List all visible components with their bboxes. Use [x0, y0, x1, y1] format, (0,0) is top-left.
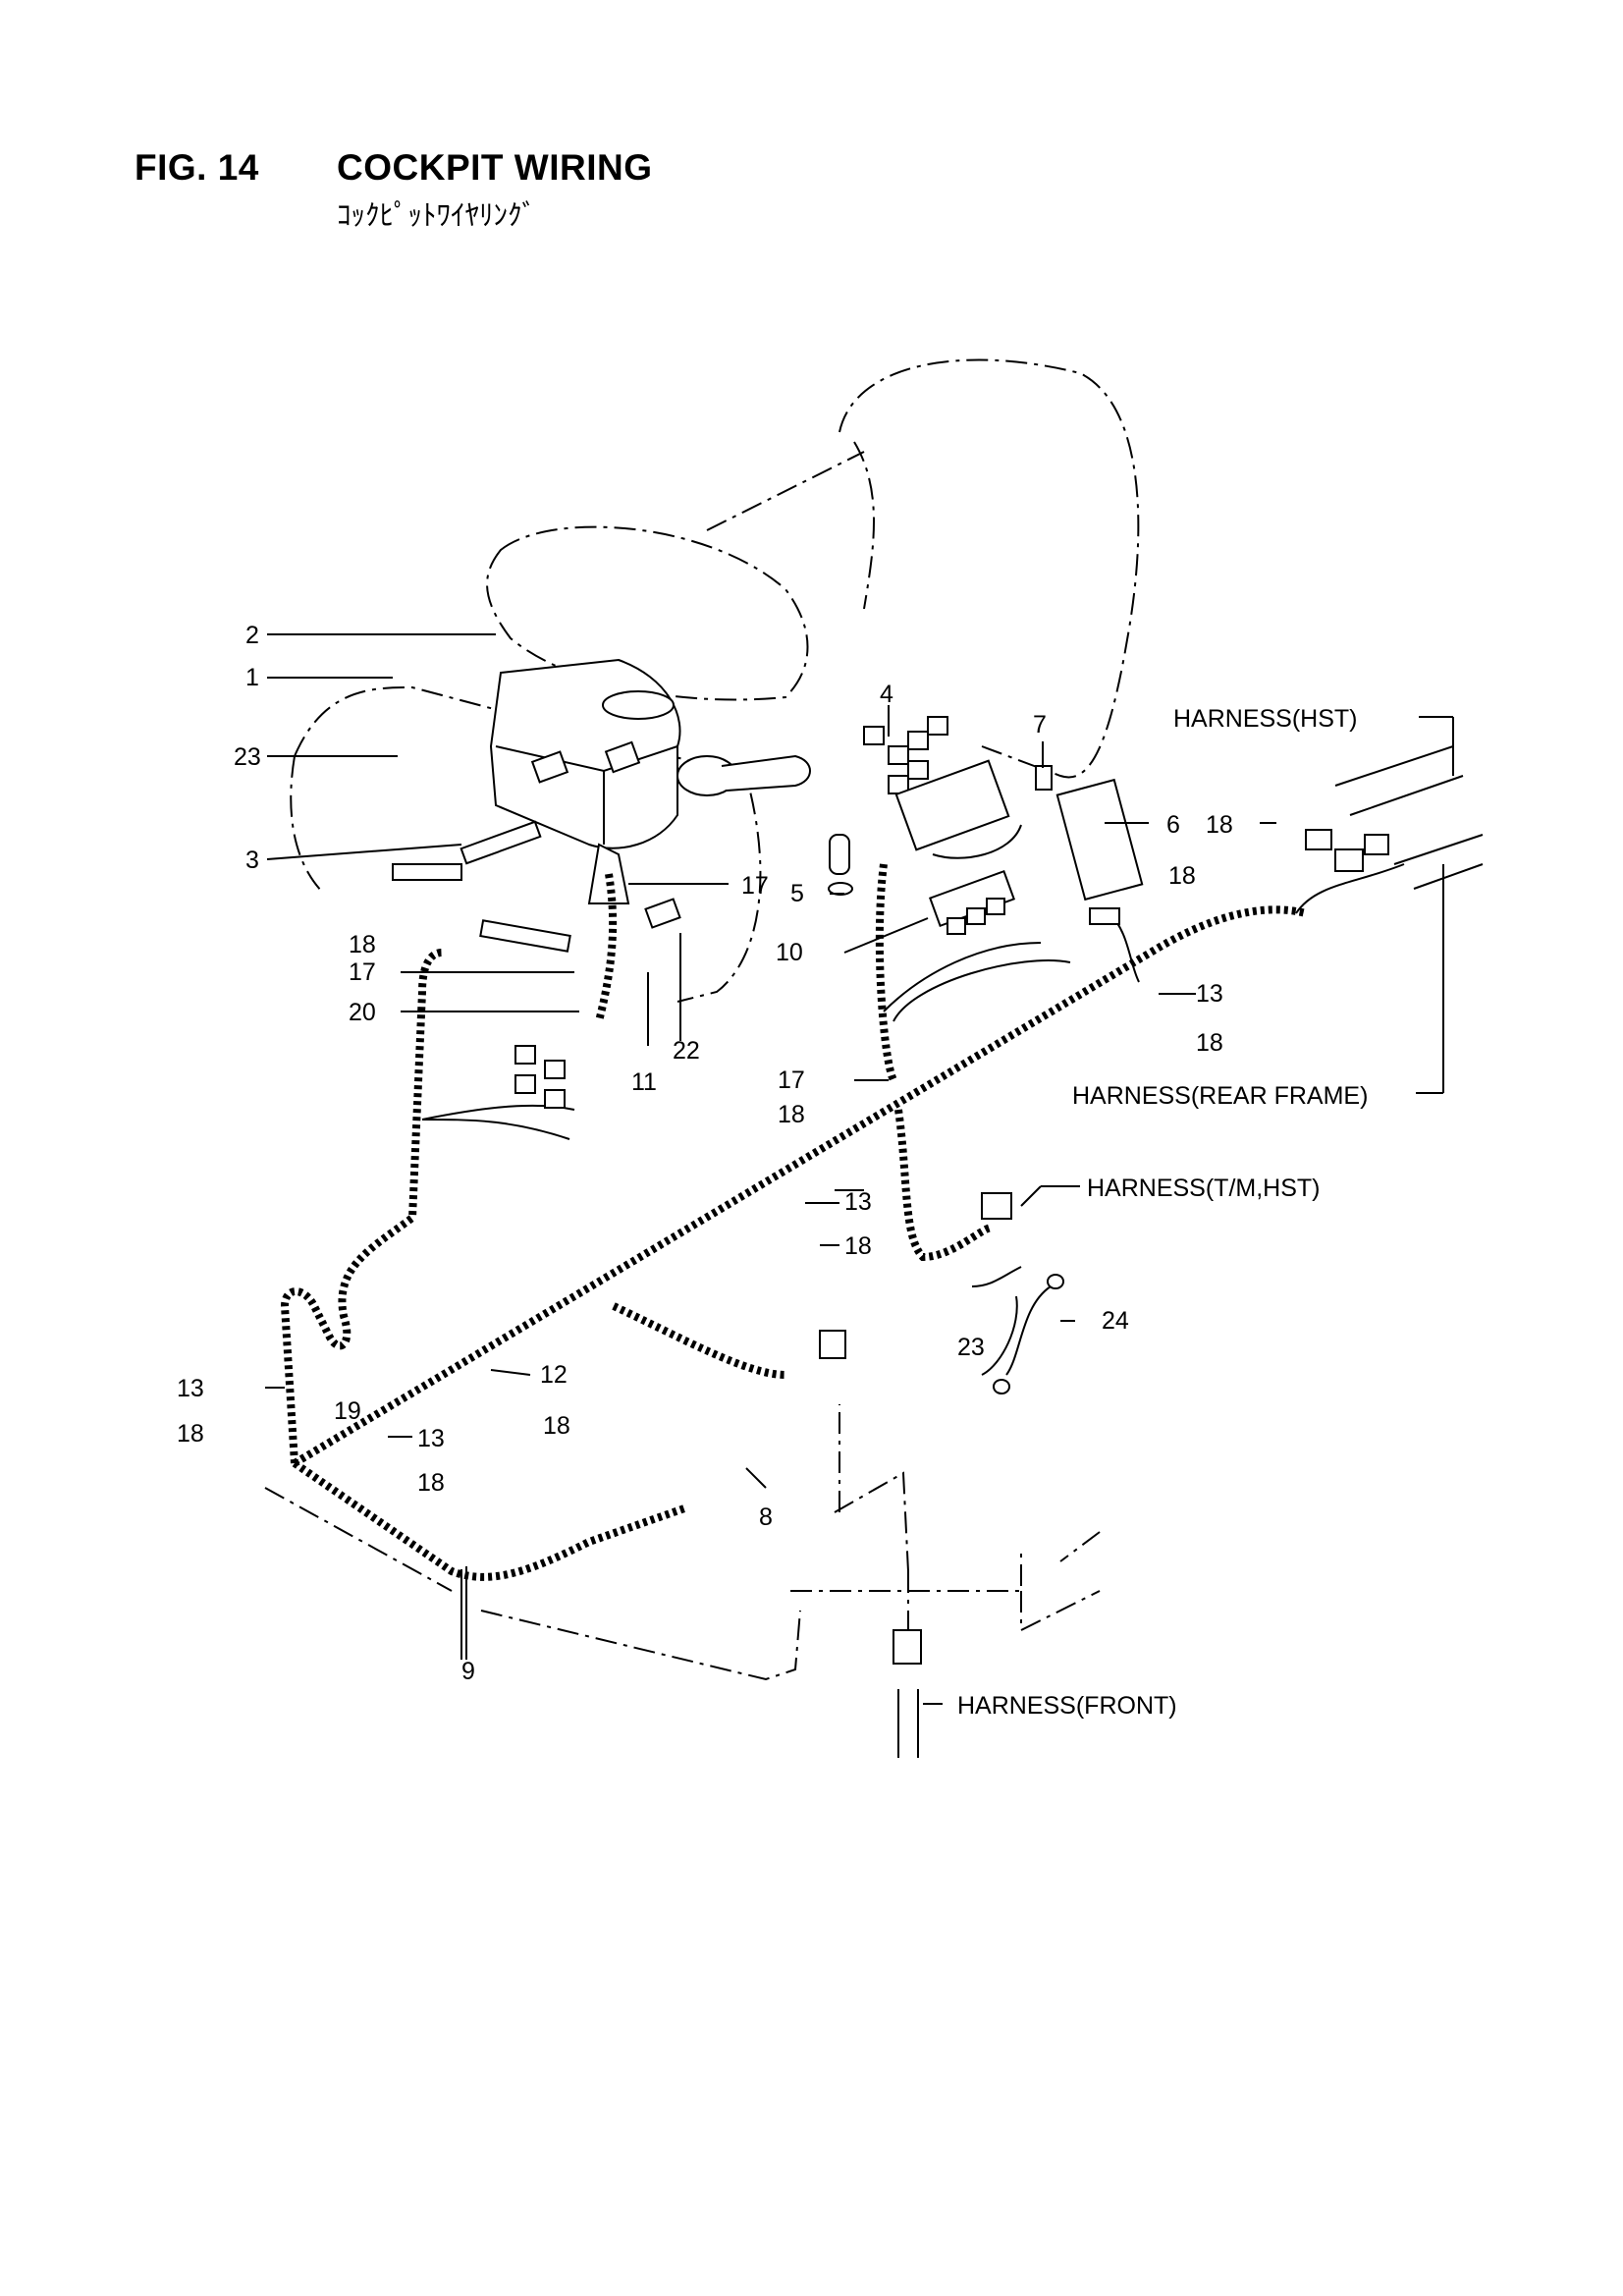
steering-column [489, 658, 811, 904]
callout-21: 23 [234, 743, 261, 771]
callout-16: 18 [349, 931, 376, 958]
callout-18b: 18 [1196, 1029, 1223, 1057]
connectors [392, 716, 1389, 1665]
wiring-harness [280, 863, 1307, 1581]
callout-13b: 13 [844, 1188, 872, 1216]
callout-23: 23 [957, 1334, 985, 1361]
callout-22: 22 [673, 1037, 700, 1065]
callout-18e: 18 [177, 1420, 204, 1448]
ground-wire [993, 1274, 1064, 1394]
callout-20: 20 [349, 999, 376, 1026]
callout-4: 4 [880, 681, 893, 708]
harness-pipes [897, 745, 1484, 1758]
callout-labels: 2 1 23 3 4 7 6 18 18 5 10 17 18 17 20 11… [177, 622, 1233, 1685]
callout-18f: 18 [543, 1412, 570, 1440]
harness-labels: HARNESS(HST) HARNESS(REAR FRAME) HARNESS… [957, 705, 1368, 1720]
callout-19: 19 [334, 1397, 361, 1425]
harness-tm-hst-label: HARNESS(T/M,HST) [1087, 1175, 1321, 1202]
harness-hst-label: HARNESS(HST) [1173, 705, 1358, 733]
callout-5: 5 [790, 880, 804, 907]
cockpit-outline [264, 358, 1140, 1681]
callout-18d: 18 [844, 1232, 872, 1260]
callout-18g: 18 [417, 1469, 445, 1497]
callout-15: 18 [1206, 811, 1233, 839]
callout-1: 1 [245, 664, 259, 691]
callout-10: 10 [776, 939, 803, 966]
callout-13a: 13 [1196, 980, 1223, 1008]
callout-18c: 18 [778, 1101, 805, 1128]
callout-13d: 13 [417, 1425, 445, 1452]
callout-14: 17 [778, 1066, 805, 1094]
callout-6: 6 [1166, 811, 1180, 839]
callout-18a: 18 [1168, 862, 1196, 890]
callout-17a: 17 [741, 872, 769, 900]
leader-lines [265, 633, 1454, 1705]
callout-8: 8 [759, 1503, 773, 1531]
callout-13c: 13 [177, 1375, 204, 1402]
callout-11: 11 [631, 1068, 657, 1096]
callout-7: 7 [1033, 711, 1047, 738]
figure-title-japanese: ｺｯｸﾋﾟｯﾄﾜｲﾔﾘﾝｸﾞ [337, 198, 537, 232]
callout-9: 9 [461, 1658, 475, 1685]
figure-number: FIG. 14 [135, 147, 259, 188]
callout-17b: 17 [349, 958, 376, 986]
callout-24: 24 [1102, 1307, 1129, 1335]
harness-front-label: HARNESS(FRONT) [957, 1692, 1177, 1720]
callout-3: 3 [245, 847, 259, 874]
callout-2: 2 [245, 622, 259, 649]
figure-title: COCKPIT WIRING [337, 147, 653, 188]
harness-rear-frame-label: HARNESS(REAR FRAME) [1072, 1082, 1368, 1110]
callout-12: 12 [540, 1361, 568, 1389]
